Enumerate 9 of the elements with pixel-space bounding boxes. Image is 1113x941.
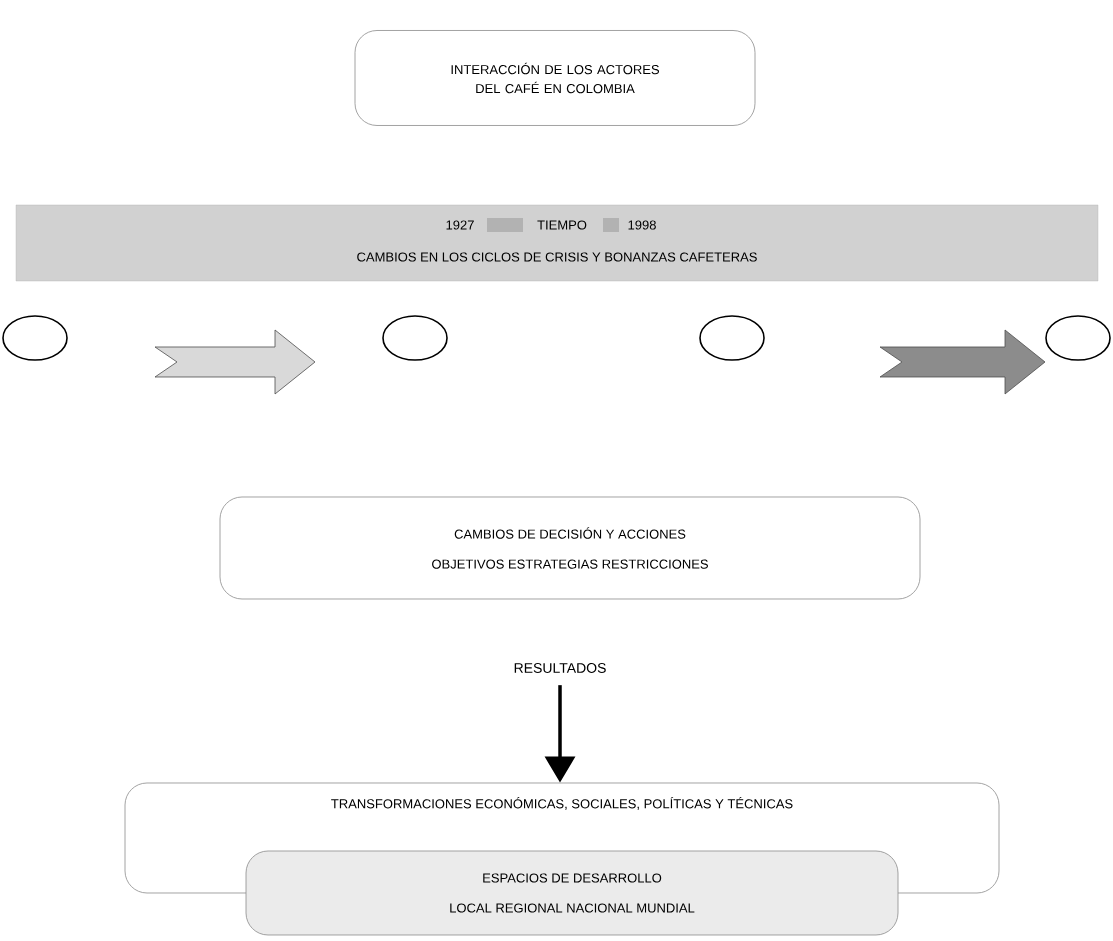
empty-circle — [382, 315, 448, 361]
rounded-box: CAMBIOS DE DECISIÓN Y ACCIONES OBJETIVOS ESTRATEGIAS RESTRICCIONES — [219, 496, 921, 600]
empty-circle — [1045, 315, 1111, 361]
title-band: 1927 TIEMPO 1998 CAMBIOS EN LOS CICLOS DE CRISIS Y BONANZAS CAFETERAS — [15, 204, 1099, 282]
empty-circle — [699, 315, 765, 361]
label-text: RESULTADOS — [514, 663, 606, 673]
rounded-box: ESPACIOS DE DESARROLLO LOCAL REGIONAL NACIONAL MUNDIAL — [245, 850, 899, 936]
rounded-box: INTERACCIÓN DE LOS ACTORES DEL CAFÉ EN COLOMBIA — [354, 30, 756, 126]
empty-circle — [2, 315, 68, 361]
